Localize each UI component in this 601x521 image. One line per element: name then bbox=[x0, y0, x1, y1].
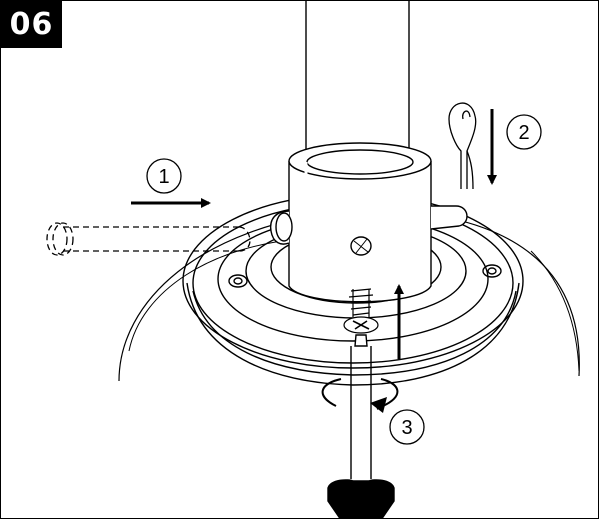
plate-hole-left bbox=[228, 274, 248, 288]
cotter-pin-icon bbox=[448, 102, 477, 190]
mount-screw-icon bbox=[343, 288, 379, 334]
callout-2: 2 bbox=[506, 114, 542, 150]
callout-2-label: 2 bbox=[518, 122, 529, 144]
callout-3: 3 bbox=[389, 409, 425, 445]
arrows bbox=[131, 109, 497, 413]
rotation-arrowhead-icon bbox=[370, 397, 387, 413]
screwdriver-icon bbox=[327, 334, 395, 518]
bolt-dashed bbox=[46, 222, 251, 256]
callout-1: 1 bbox=[146, 158, 182, 194]
plate-hole-left-inner bbox=[233, 277, 243, 285]
callout-3-label: 3 bbox=[401, 417, 412, 439]
collar-sleeve bbox=[288, 142, 432, 303]
plate-hole-right bbox=[482, 264, 502, 278]
step-number-badge: 06 bbox=[1, 1, 62, 48]
collar-left-boss-end bbox=[275, 212, 293, 242]
plate-hole-right-inner bbox=[487, 267, 497, 275]
collar-right-boss bbox=[430, 205, 468, 230]
collar-screw-hole bbox=[350, 236, 372, 256]
outer-dish-arc-right bbox=[530, 250, 580, 372]
collar-screw-hole-thread bbox=[353, 238, 369, 254]
callout-1-label: 1 bbox=[158, 166, 169, 188]
mount-plate-rim-lower2 bbox=[186, 282, 520, 386]
mount-plate-rim-lower bbox=[192, 290, 517, 376]
